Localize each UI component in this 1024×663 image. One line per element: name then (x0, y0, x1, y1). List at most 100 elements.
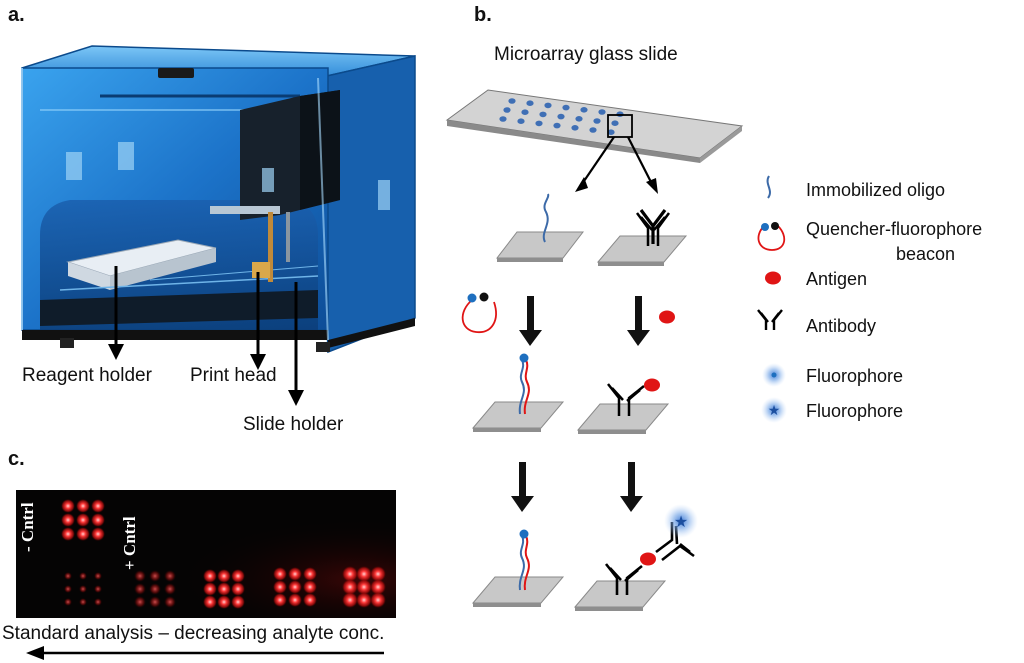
slide-spot (611, 120, 619, 126)
array-spot (288, 567, 302, 581)
antibody-icon (757, 309, 783, 330)
array-spot (370, 566, 386, 582)
array-spot (370, 579, 386, 595)
antigen-icon (765, 271, 781, 285)
microarray-scan-image (16, 490, 396, 618)
slide-spot (535, 120, 543, 127)
array-spot (134, 570, 146, 582)
array-spot (94, 598, 102, 606)
array-spot (76, 499, 90, 513)
panel-b-letter: b. (474, 4, 492, 26)
array-spot (342, 579, 358, 595)
array-spot (61, 499, 75, 513)
array-spot (356, 579, 372, 595)
fluorophore-star-icon (761, 397, 787, 423)
array-spot (217, 569, 231, 583)
slide-spot (508, 98, 516, 104)
slide-spot (499, 116, 507, 122)
legend-immobilized-oligo: Immobilized oligo (806, 180, 946, 200)
array-spot (149, 596, 161, 608)
array-spot (91, 513, 105, 527)
array-spot (273, 580, 287, 594)
decreasing-arrow (26, 646, 384, 660)
array-spot (288, 593, 302, 607)
legend-quencher-fluorophore: Quencher-fluorophore (806, 219, 983, 239)
slide-spot (580, 107, 588, 113)
array-spot (94, 572, 102, 580)
svg-text:★: ★ (768, 403, 781, 419)
array-spot (203, 595, 217, 609)
legend-fluorophore-star: Fluorophore (806, 401, 904, 421)
array-spot (342, 566, 358, 582)
legend-fluorophore-dot: Fluorophore (806, 366, 904, 386)
array-spot (134, 596, 146, 608)
array-spot (76, 513, 90, 527)
array-spot (370, 592, 386, 608)
array-spot (61, 527, 75, 541)
slide-spot (521, 109, 529, 115)
array-spot (64, 598, 72, 606)
array-spot (64, 585, 72, 593)
array-spot (164, 570, 176, 582)
array-spot (217, 582, 231, 596)
slide-holder-label: Slide holder (243, 414, 344, 435)
array-spot (94, 585, 102, 593)
array-spot (303, 593, 317, 607)
array-spot (231, 595, 245, 609)
big-slide (445, 89, 744, 163)
panel-a-letter: a. (8, 4, 25, 26)
array-spot (342, 592, 358, 608)
array-spot (149, 583, 161, 595)
panel-c-letter: c. (8, 448, 25, 470)
array-spot (91, 499, 105, 513)
array-spot (273, 567, 287, 581)
slide-spot (553, 122, 561, 129)
svg-text:★: ★ (674, 512, 688, 531)
array-spot (203, 569, 217, 583)
array-spot (303, 567, 317, 581)
slide-spot (503, 107, 511, 113)
slide-spot (526, 100, 534, 106)
array-spot (164, 583, 176, 595)
array-spot (203, 582, 217, 596)
slide-spot (571, 125, 579, 131)
legend-antigen: Antigen (806, 269, 868, 289)
array-spot (356, 566, 372, 582)
microarray-slide-title: Microarray glass slide (494, 44, 678, 65)
array-spot (303, 580, 317, 594)
array-spot (76, 527, 90, 541)
array-spot (79, 598, 87, 606)
array-spot (79, 572, 87, 580)
print-head-label: Print head (190, 365, 277, 386)
array-spot (91, 527, 105, 541)
legend-beacon: beacon (896, 244, 956, 264)
reagent-holder-label: Reagent holder (22, 365, 152, 386)
array-spot (79, 585, 87, 593)
array-spot (64, 572, 72, 580)
standard-analysis-caption: Standard analysis – decreasing analyte c… (2, 623, 385, 644)
array-spot (231, 582, 245, 596)
negative-control-label: - Cntrl (18, 502, 37, 552)
slide-spot (593, 118, 601, 124)
array-spot (288, 580, 302, 594)
microarray-printer-illustration (21, 45, 416, 406)
array-spot (217, 595, 231, 609)
positive-control-label: + Cntrl (120, 516, 139, 570)
array-spot (164, 596, 176, 608)
slide-spot (557, 113, 565, 120)
slide-spot (539, 111, 547, 118)
array-spot (134, 583, 146, 595)
array-spot (149, 570, 161, 582)
slide-spot (607, 129, 615, 135)
array-spot (61, 513, 75, 527)
array-spot (273, 593, 287, 607)
legend-antibody: Antibody (806, 316, 877, 336)
slide-spot (562, 104, 570, 111)
array-spot (356, 592, 372, 608)
slide-spot (544, 102, 552, 109)
slide-spot (575, 116, 583, 122)
slide-spot (598, 109, 606, 115)
slide-spot (589, 127, 597, 133)
slide-spot (517, 118, 525, 124)
